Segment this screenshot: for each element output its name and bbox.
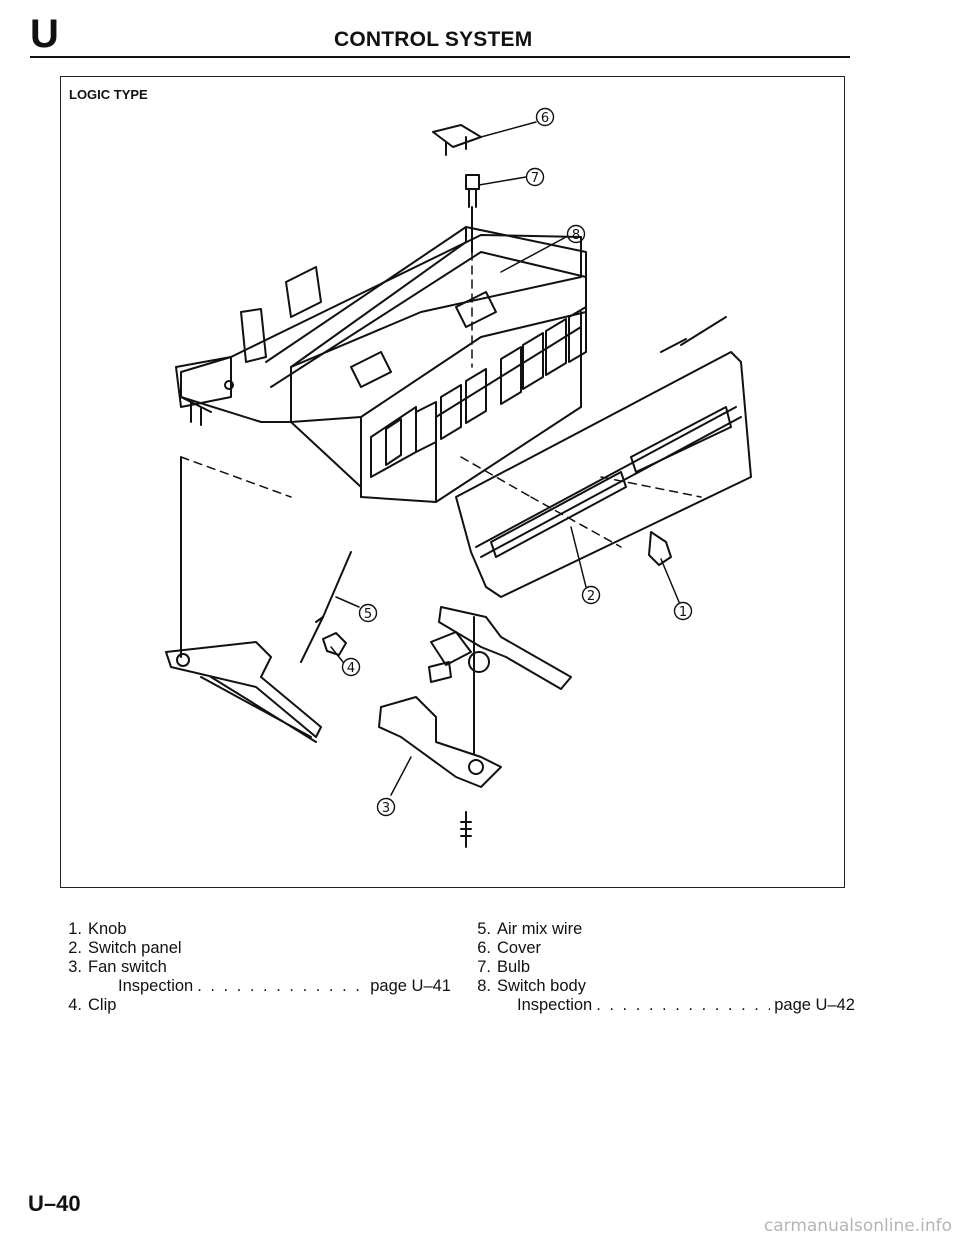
dot-leader — [596, 996, 770, 1015]
legend-label: Fan switch — [88, 958, 167, 976]
svg-text:7: 7 — [531, 171, 539, 186]
switch-panel-drawing — [455, 316, 752, 598]
legend-number: 2. — [68, 939, 82, 957]
legend-number: 5. — [477, 920, 491, 938]
svg-text:8: 8 — [572, 228, 580, 243]
callout-markers: 6 7 8 2 1 5 4 3 — [341, 107, 693, 817]
legend-item-bulb: 7. Bulb — [465, 958, 855, 977]
legend-label: Knob — [88, 920, 127, 938]
figure-label: LOGIC TYPE — [69, 87, 148, 102]
callout-2: 2 — [581, 585, 601, 605]
page-title: CONTROL SYSTEM — [334, 28, 533, 51]
legend-label: Bulb — [497, 958, 531, 976]
legend-label: Cover — [497, 939, 542, 957]
inspection-label: Inspection — [517, 996, 593, 1014]
callout-8: 8 — [566, 224, 586, 244]
page-reference: page U–41 — [370, 977, 451, 995]
header-rule — [30, 56, 850, 58]
callout-5: 5 — [358, 603, 378, 623]
svg-text:2: 2 — [587, 589, 595, 604]
figure-frame: LOGIC TYPE — [60, 76, 845, 888]
legend-label: Clip — [88, 996, 117, 1014]
legend-item-switch-body: 8. Switch body — [465, 977, 855, 996]
watermark-text: carmanualsonline.info — [763, 1216, 952, 1236]
svg-text:6: 6 — [541, 111, 549, 126]
assembly-guide-lines — [180, 251, 702, 548]
legend-number: 7. — [477, 958, 491, 976]
page-reference: page U–42 — [774, 996, 855, 1014]
svg-text:4: 4 — [347, 661, 355, 676]
legend-number: 6. — [477, 939, 491, 957]
legend-item-fan-switch: 3. Fan switch — [56, 958, 451, 977]
svg-text:3: 3 — [382, 801, 390, 816]
legend-item-clip: 4. Clip — [56, 996, 451, 1015]
legend-label: Switch body — [497, 977, 586, 995]
legend-item-air-mix-wire: 5. Air mix wire — [465, 920, 855, 939]
callout-7: 7 — [525, 167, 545, 187]
left-lever-drawing — [165, 456, 322, 743]
air-mix-wire-drawing — [300, 551, 352, 663]
page-number: U–40 — [28, 1191, 81, 1216]
clip-drawing — [322, 632, 347, 656]
fan-switch-drawing — [378, 606, 572, 848]
legend-number: 4. — [68, 996, 82, 1014]
legend-item-cover: 6. Cover — [465, 939, 855, 958]
legend-left-column: 1. Knob 2. Switch panel 3. Fan switch In… — [56, 920, 451, 1015]
legend-number: 3. — [68, 958, 82, 976]
dot-leader — [197, 977, 366, 996]
section-letter: U — [30, 12, 59, 56]
legend-number: 1. — [68, 920, 82, 938]
callout-4: 4 — [341, 657, 361, 677]
callout-3: 3 — [376, 797, 396, 817]
knob-drawing — [648, 531, 672, 566]
switch-body-drawing — [175, 226, 587, 503]
svg-text:5: 5 — [364, 607, 372, 622]
legend-number: 8. — [477, 977, 491, 995]
svg-text:1: 1 — [679, 605, 687, 620]
legend-item-switch-panel: 2. Switch panel — [56, 939, 451, 958]
legend-subitem-fan-switch-inspection: Inspection page U–41 — [56, 977, 451, 996]
callout-leader-lines — [330, 121, 680, 796]
exploded-view-diagram: 6 7 8 2 1 5 4 3 — [165, 107, 752, 848]
legend-label: Switch panel — [88, 939, 182, 957]
legend-subitem-switch-body-inspection: Inspection page U–42 — [465, 996, 855, 1015]
legend-item-knob: 1. Knob — [56, 920, 451, 939]
legend-right-column: 5. Air mix wire 6. Cover 7. Bulb 8. Swit… — [465, 920, 855, 1015]
callout-1: 1 — [673, 601, 693, 621]
inspection-label: Inspection — [118, 977, 194, 995]
legend-label: Air mix wire — [497, 920, 583, 938]
callout-6: 6 — [535, 107, 555, 127]
